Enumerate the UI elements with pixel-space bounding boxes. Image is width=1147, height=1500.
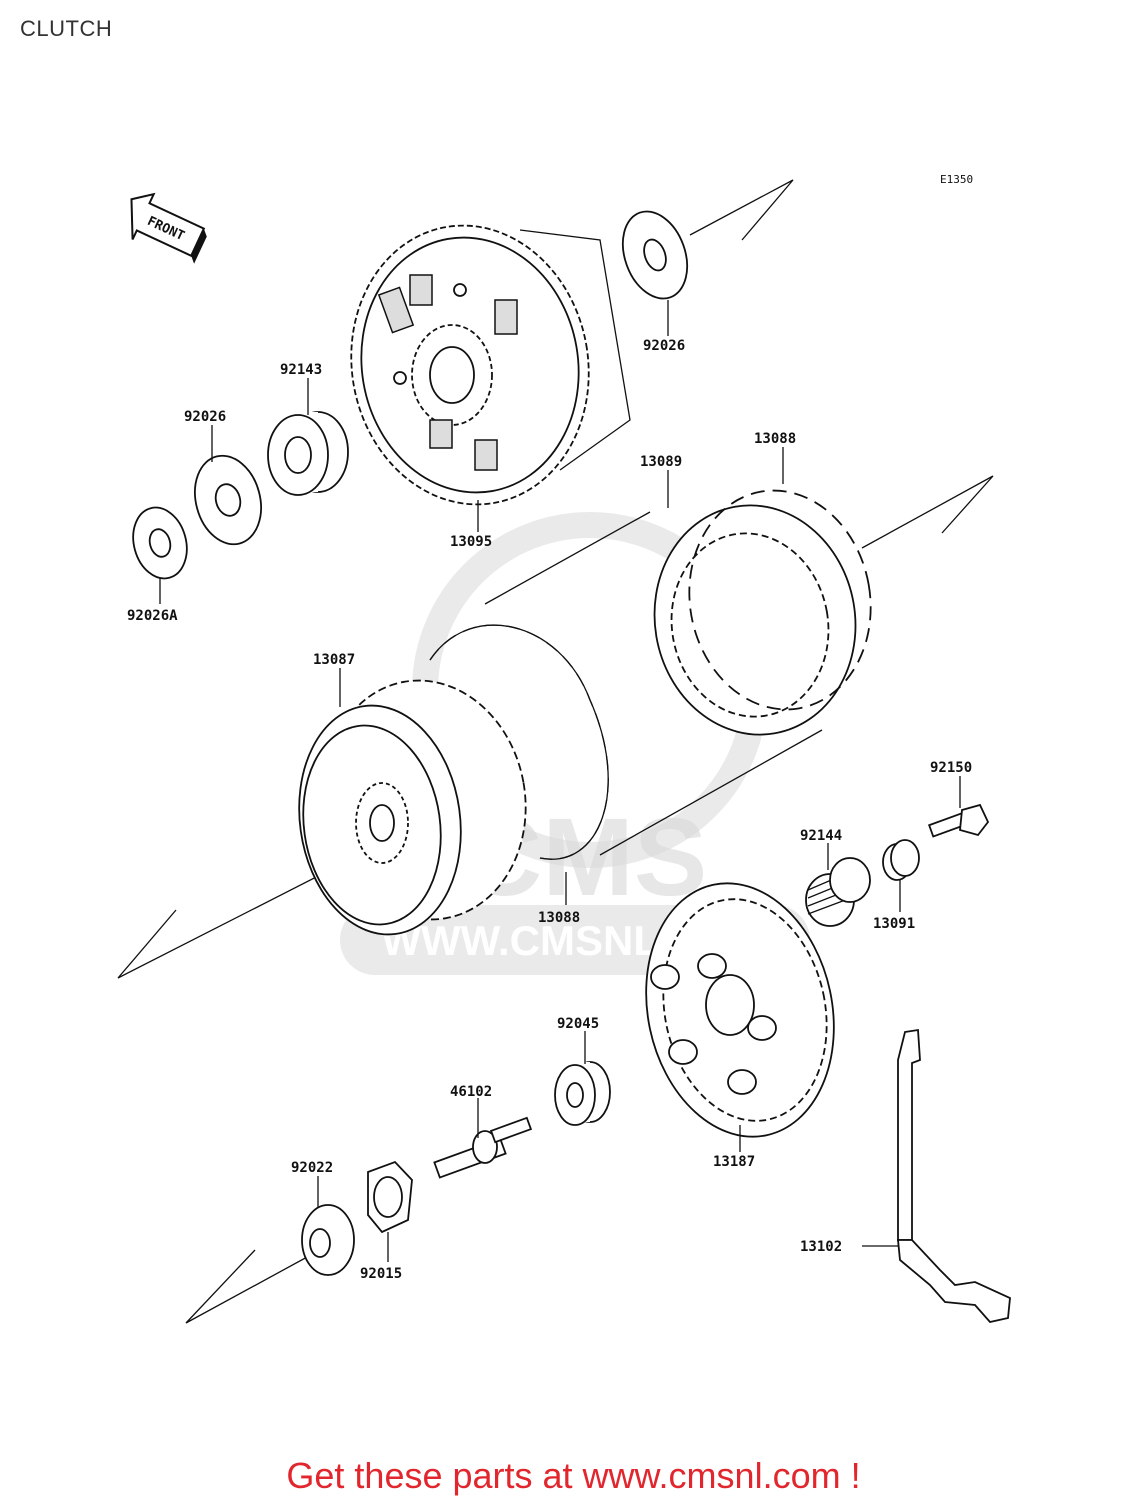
label-13102: 13102 [800,1239,842,1255]
part-13087-clutch-hub [298,679,527,936]
label-92022: 92022 [291,1160,333,1176]
part-92045-bearing [554,1061,611,1126]
part-92015-nut [367,1160,413,1234]
front-arrow-icon: FRONT [130,192,207,264]
label-13088-bottom: 13088 [538,910,580,926]
label-13089: 13089 [640,454,682,470]
part-92026A-washer [132,506,188,580]
part-13095-clutch-housing [350,224,631,506]
label-46102: 46102 [450,1084,492,1100]
label-92026-left: 92026 [184,409,226,425]
label-92045: 92045 [557,1016,599,1032]
part-13089-friction-plate [653,489,872,736]
part-92022-washer [301,1204,355,1276]
part-labels: 92026 92143 92026 92026A 13095 13089 130… [127,338,972,1282]
leader-lines [159,300,961,1262]
part-92150-bolt [928,803,990,838]
footer-link[interactable]: Get these parts at www.cmsnl.com ! [286,1455,861,1496]
part-92144-spring [805,857,871,927]
part-92026-washer-top [621,210,689,300]
label-13187: 13187 [713,1154,755,1170]
part-13187-pressure-plate [645,882,835,1138]
part-13091-collar [882,839,920,881]
label-92143: 92143 [280,362,322,378]
part-92026-washer-left [194,454,262,546]
label-13087: 13087 [313,652,355,668]
label-13088-top: 13088 [754,431,796,447]
part-46102-pushrod [433,1116,533,1179]
axis-lines [117,179,994,1324]
diagram-code: E1350 [940,173,973,186]
label-92026-top: 92026 [643,338,685,354]
part-13102-release-lever [897,1028,1011,1323]
part-92143-bearing [267,411,349,496]
label-13091: 13091 [873,916,915,932]
label-13095: 13095 [450,534,492,550]
label-92026A: 92026A [127,608,178,624]
label-92144: 92144 [800,828,842,844]
label-92150: 92150 [930,760,972,776]
label-92015: 92015 [360,1266,402,1282]
page-title: CLUTCH [20,16,113,41]
part-13088-plate-bottom [429,624,609,860]
